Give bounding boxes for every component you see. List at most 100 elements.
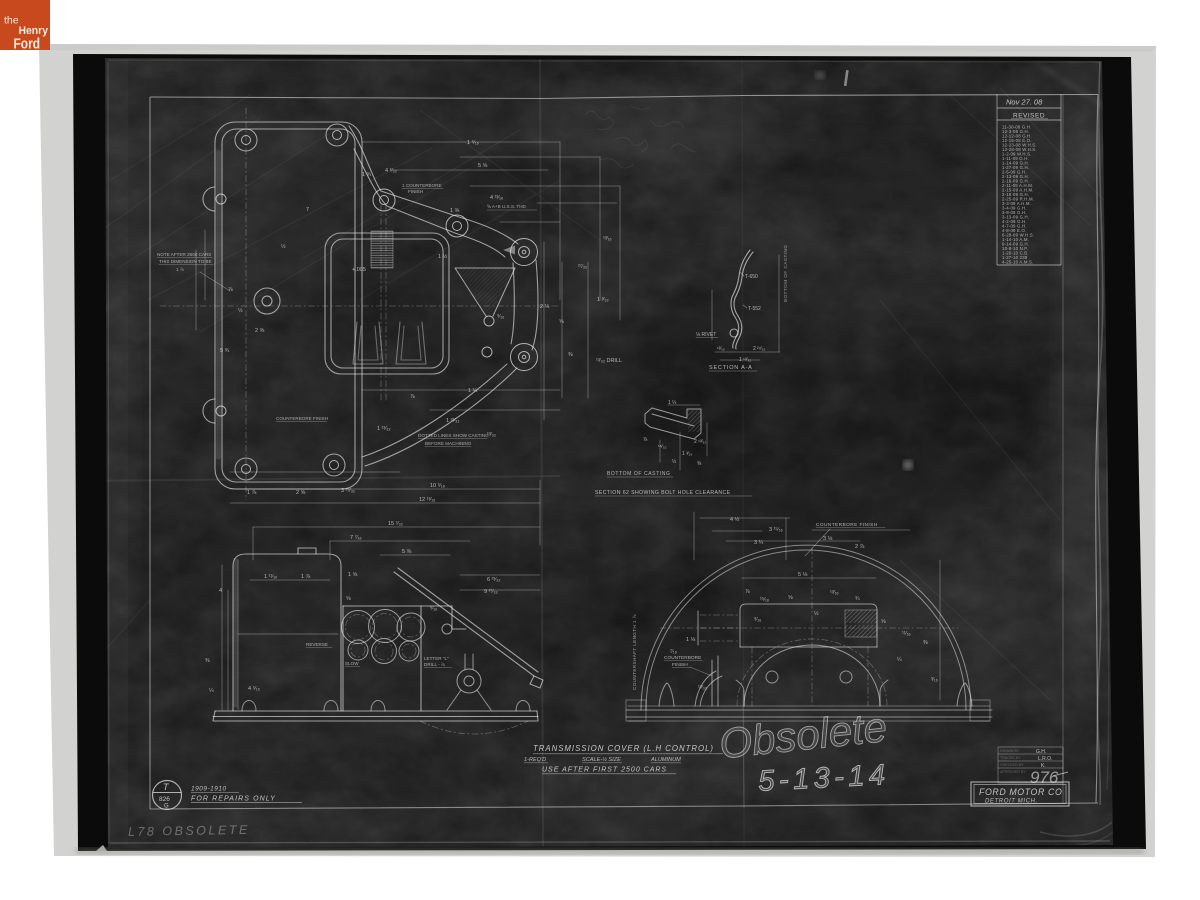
svg-text:2-11-09 A.H.M.: 2-11-09 A.H.M. [1002, 183, 1033, 188]
svg-text:2-18-09 G.H.: 2-18-09 G.H. [1002, 192, 1029, 197]
svg-text:COUNTERBORE FINISH: COUNTERBORE FINISH [276, 416, 328, 421]
svg-text:⅝: ⅝ [881, 619, 886, 625]
svg-text:¹³⁄₁₆: ¹³⁄₁₆ [603, 236, 612, 242]
svg-text:3-13-09 G.H.: 3-13-09 G.H. [1002, 214, 1029, 219]
svg-text:15 ⁷⁄₃₂: 15 ⁷⁄₃₂ [388, 520, 403, 527]
svg-text:L78 OBSOLETE: L78 OBSOLETE [128, 823, 250, 839]
svg-text:⁷⁄₁₆: ⁷⁄₁₆ [670, 648, 677, 655]
svg-text:¹⁵⁄₃₂: ¹⁵⁄₃₂ [658, 444, 667, 450]
svg-text:4 ⁷⁄₃₂: 4 ⁷⁄₃₂ [385, 167, 397, 174]
svg-text:1-2-09 W.H.S.: 1-2-09 W.H.S. [1002, 151, 1032, 156]
svg-text:1 ⅞: 1 ⅞ [176, 267, 184, 272]
svg-text:12-12-08 G.H.: 12-12-08 G.H. [1002, 133, 1032, 138]
svg-text:COUNTERBORE FINISH: COUNTERBORE FINISH [816, 522, 878, 528]
svg-text:1 ⅞: 1 ⅞ [301, 574, 311, 580]
svg-text:¹³⁄₃₂: ¹³⁄₃₂ [698, 685, 707, 691]
svg-text:1 ¹³⁄₃₂: 1 ¹³⁄₃₂ [739, 357, 751, 363]
svg-text:¾: ¾ [855, 596, 860, 602]
svg-text:DOTTED LINES SHOW CASTING: DOTTED LINES SHOW CASTING [418, 433, 489, 438]
svg-text:⅜: ⅜ [697, 461, 702, 467]
svg-text:1-14-09 G.H.: 1-14-09 G.H. [1002, 160, 1029, 165]
svg-text:¹³⁄₃₂ DRILL: ¹³⁄₃₂ DRILL [596, 358, 622, 364]
svg-text:COUNTERSHAFT LENGTH 1 ⅞: COUNTERSHAFT LENGTH 1 ⅞ [632, 614, 637, 690]
svg-text:5 ⅜: 5 ⅜ [402, 549, 412, 555]
svg-text:1 ¾: 1 ¾ [362, 172, 372, 178]
svg-text:4-25-10 A.M.S.: 4-25-10 A.M.S. [1002, 259, 1033, 264]
svg-text:10 ⁵⁄₁₆: 10 ⁵⁄₁₆ [430, 482, 445, 489]
svg-text:½: ½ [281, 243, 286, 250]
svg-text:¹³⁄₁₆: ¹³⁄₁₆ [830, 590, 839, 596]
svg-text:3 ⅛: 3 ⅛ [823, 536, 833, 542]
svg-text:3 ¹⁵⁄₁₆: 3 ¹⁵⁄₁₆ [769, 526, 783, 533]
svg-text:2 ⅞: 2 ⅞ [855, 544, 865, 550]
svg-text:9 ²⁷⁄₃₂: 9 ²⁷⁄₃₂ [484, 588, 498, 595]
svg-text:1 ⅛: 1 ⅛ [686, 637, 696, 643]
svg-text:COUNTERBORE: COUNTERBORE [664, 655, 701, 661]
svg-text:TRANSMISSION COVER (L.H CONT: TRANSMISSION COVER (L.H CONTROL) [533, 744, 714, 753]
svg-text:4: 4 [219, 588, 222, 594]
svg-text:DETROIT MICH.: DETROIT MICH. [985, 799, 1038, 805]
svg-text:1 COUNTERBORE: 1 COUNTERBORE [402, 183, 442, 188]
svg-text:½: ½ [238, 307, 243, 314]
svg-text:L.R.O.: L.R.O. [1038, 756, 1052, 762]
svg-text:USE AFTER FIRST 2500 CARS: USE AFTER FIRST 2500 CARS [542, 767, 667, 774]
svg-text:Ford: Ford [14, 36, 41, 53]
svg-text:10-8-10 N.P.: 10-8-10 N.P. [1002, 246, 1028, 251]
svg-text:½: ½ [814, 610, 819, 617]
svg-text:7 ⁷⁄₁₆: 7 ⁷⁄₁₆ [350, 534, 362, 541]
svg-text:NOTE AFTER 2500 CARS: NOTE AFTER 2500 CARS [157, 252, 211, 257]
svg-text:2 ⅜: 2 ⅜ [255, 328, 265, 334]
svg-text:¹³⁄₃₂: ¹³⁄₃₂ [487, 432, 496, 438]
svg-text:1 ³⁄₁₆: 1 ³⁄₁₆ [682, 451, 692, 457]
svg-text:⅜: ⅜ [568, 352, 573, 358]
svg-text:5 ⅝: 5 ⅝ [478, 163, 488, 169]
svg-text:FINISH: FINISH [408, 189, 423, 194]
svg-text:Henry: Henry [19, 25, 49, 37]
svg-text:4 ¹³⁄₁₆: 4 ¹³⁄₁₆ [490, 195, 503, 201]
svg-text:3 ²⁹⁄₃₂: 3 ²⁹⁄₃₂ [341, 487, 355, 494]
svg-text:Nov 27. 08: Nov 27. 08 [1006, 98, 1043, 107]
svg-text:11-30-08 G.H.: 11-30-08 G.H. [1002, 124, 1032, 129]
svg-text:3-8-09 G.H.: 3-8-09 G.H. [1002, 210, 1027, 215]
svg-text:³⁄₁₆: ³⁄₁₆ [931, 677, 938, 683]
svg-text:2-13-09 G.H.: 2-13-09 G.H. [1002, 174, 1029, 179]
svg-text:⅝ A+B U.S.S. THD: ⅝ A+B U.S.S. THD [487, 204, 527, 209]
svg-text:⅞: ⅞ [410, 394, 415, 400]
svg-text:SCALE-½ SIZE: SCALE-½ SIZE [582, 756, 621, 763]
svg-text:1 ⁵⁄₁₆: 1 ⁵⁄₁₆ [467, 139, 479, 146]
svg-text:4-2-09 G.H.: 4-2-09 G.H. [1002, 219, 1027, 224]
svg-text:1 ⅜: 1 ⅜ [450, 208, 460, 214]
svg-text:ALUMINUM: ALUMINUM [650, 757, 681, 763]
svg-text:½: ½ [672, 458, 677, 465]
svg-text:12-23-08 W.H.S.: 12-23-08 W.H.S. [1002, 142, 1037, 147]
svg-text:7: 7 [306, 207, 309, 213]
svg-text:1 ⅝: 1 ⅝ [348, 572, 358, 578]
svg-text:12-28-08 W.H.S.: 12-28-08 W.H.S. [1002, 147, 1037, 152]
svg-text:⅞: ⅞ [643, 437, 648, 443]
svg-text:⁹⁄₁₆: ⁹⁄₁₆ [754, 616, 761, 623]
svg-text:1-27-10 238: 1-27-10 238 [1002, 255, 1028, 260]
svg-text:G.H.: G.H. [1036, 749, 1046, 755]
svg-text:3 ¼: 3 ¼ [754, 540, 764, 546]
svg-text:¹¹⁄₁₆: ¹¹⁄₁₆ [902, 631, 911, 637]
svg-text:T-650: T-650 [745, 274, 758, 280]
svg-text:⁹⁄₁₆: ⁹⁄₁₆ [430, 605, 437, 612]
svg-text:2-5-09 G.H.: 2-5-09 G.H. [1002, 169, 1027, 174]
svg-text:1-27-09 G.H.: 1-27-09 G.H. [1002, 165, 1029, 170]
svg-text:2 ⅛: 2 ⅛ [540, 304, 550, 310]
svg-text:G: G [164, 804, 169, 810]
svg-text:DRAWN BY: DRAWN BY [1000, 749, 1020, 753]
svg-text:T-552: T-552 [748, 306, 761, 312]
svg-text:⅝: ⅝ [559, 319, 564, 325]
svg-text:5 ¾: 5 ¾ [220, 348, 230, 354]
svg-text:1-14-10 A.M.: 1-14-10 A.M. [1002, 237, 1029, 242]
svg-text:⅜: ⅜ [923, 640, 928, 646]
svg-text:2 ⅝: 2 ⅝ [296, 490, 306, 496]
svg-text:TRACED BY: TRACED BY [1000, 756, 1021, 760]
svg-text:1 ¼: 1 ¼ [468, 388, 478, 394]
svg-text:FORD MOTOR CO: FORD MOTOR CO [979, 787, 1062, 797]
svg-text:1 ³⁄₃₂: 1 ³⁄₃₂ [597, 297, 609, 303]
svg-text:CHECKED BY: CHECKED BY [1000, 763, 1024, 767]
svg-text:SECTION A-A: SECTION A-A [709, 365, 753, 371]
svg-text:9-14-09 G.H.: 9-14-09 G.H. [1002, 241, 1029, 246]
